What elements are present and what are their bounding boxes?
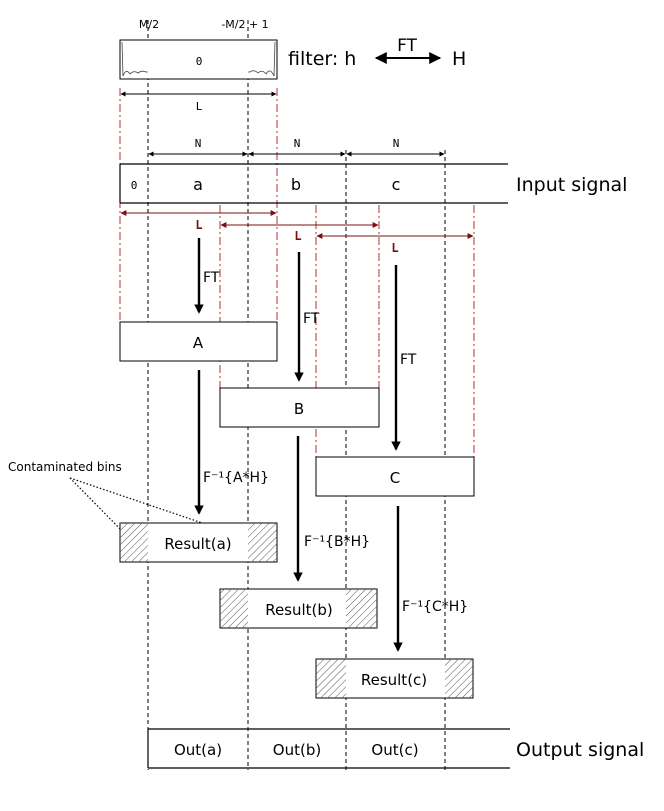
- contaminated-pointer-left: [69, 477, 132, 541]
- filter-rect: [119, 39, 278, 80]
- result-b-hatch-right: [346, 589, 377, 628]
- result-b-label: Result(b): [265, 601, 333, 619]
- result-a-hatch-left: [120, 523, 148, 562]
- segment-b-label: b: [291, 175, 301, 194]
- filter-curve-left: [121, 41, 148, 77]
- block-B-label: B: [294, 400, 304, 418]
- h-big-label: H: [452, 48, 466, 70]
- l-top-label: L: [196, 100, 203, 113]
- result-c-block: Result(c): [315, 658, 474, 699]
- n-label-2: N: [294, 137, 301, 150]
- ifft-label-a: F⁻¹{A*H}: [203, 470, 269, 486]
- result-c-label: Result(c): [361, 671, 427, 689]
- out-c-label: Out(c): [371, 741, 418, 759]
- block-B: [219, 387, 380, 428]
- n-label-3: N: [393, 137, 400, 150]
- input-signal-band: 0 a b c: [119, 163, 508, 204]
- l-red-label-3: L: [391, 241, 398, 255]
- block-C: [315, 456, 475, 497]
- result-b-hatch-left: [220, 589, 248, 628]
- block-A: [119, 321, 278, 362]
- ft-label-3: FT: [400, 352, 417, 368]
- result-c-hatch-right: [445, 659, 473, 698]
- result-b-block: Result(b): [219, 588, 378, 629]
- input-signal-label: Input signal: [516, 174, 627, 196]
- block-C-label: C: [390, 469, 400, 487]
- output-signal-band: Out(a) Out(b) Out(c): [147, 728, 510, 769]
- ft-top-label: FT: [397, 36, 417, 56]
- ft-label-2: FT: [303, 311, 320, 327]
- result-c-hatch-left: [316, 659, 346, 698]
- l-red-label-1: L: [195, 218, 202, 232]
- label-m-half: M/2: [139, 18, 159, 31]
- segment-c-label: c: [392, 175, 401, 194]
- filter-zero-label: 0: [196, 55, 203, 68]
- block-A-label: A: [193, 334, 204, 352]
- ft-label-1: FT: [203, 270, 220, 286]
- result-a-block: Result(a): [119, 522, 278, 563]
- l-red-label-2: L: [294, 229, 301, 243]
- contaminated-pointer-right: [69, 477, 265, 546]
- ifft-label-b: F⁻¹{B*H}: [304, 534, 370, 550]
- input-zero-label: 0: [131, 179, 138, 192]
- output-signal-label: Output signal: [516, 739, 644, 761]
- label-neg-m-half: -M/2 + 1: [221, 18, 268, 31]
- ifft-label-c: F⁻¹{C*H}: [402, 599, 468, 615]
- out-a-label: Out(a): [174, 741, 222, 759]
- result-a-label: Result(a): [164, 535, 231, 553]
- filter-caption: filter: h: [288, 48, 356, 70]
- contaminated-bins-label: Contaminated bins: [8, 460, 122, 474]
- filter-curve-right: [248, 41, 276, 77]
- n-label-1: N: [195, 137, 202, 150]
- out-b-label: Out(b): [273, 741, 321, 759]
- result-a-hatch-right: [248, 523, 277, 562]
- filter-box: 0: [119, 39, 278, 80]
- segment-a-label: a: [193, 175, 203, 194]
